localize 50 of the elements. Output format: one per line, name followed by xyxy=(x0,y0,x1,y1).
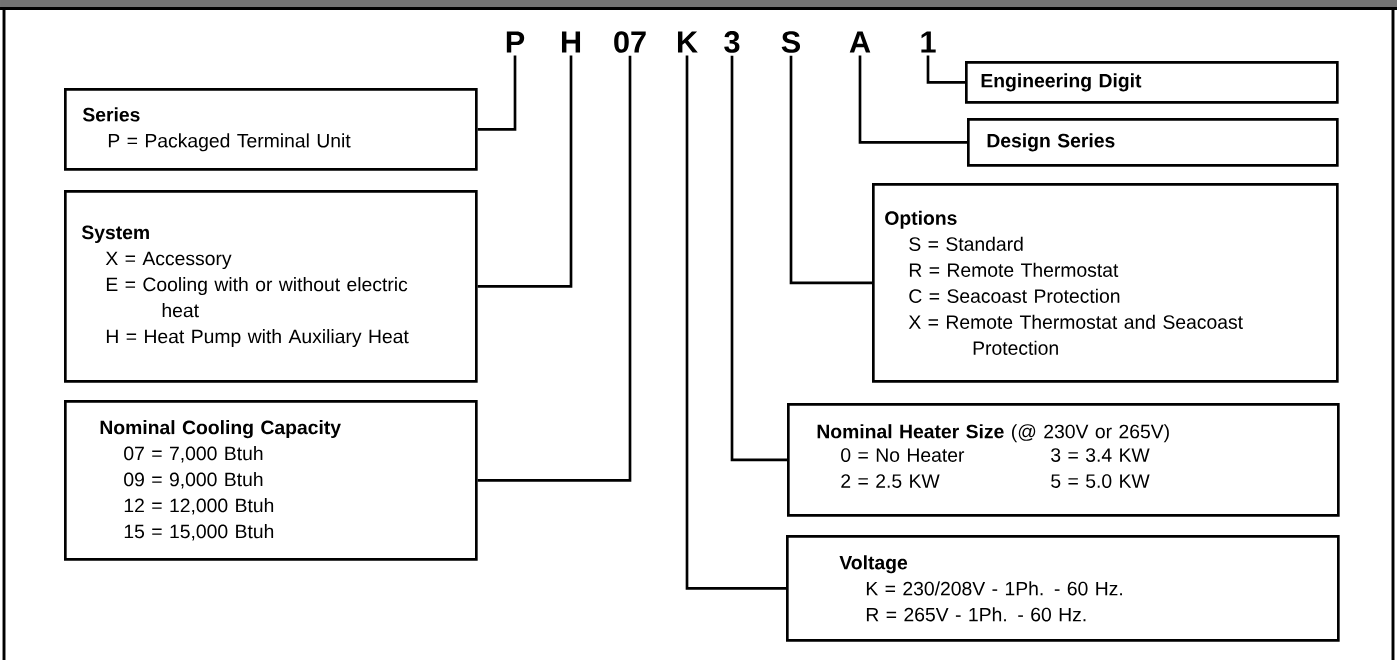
code-entry: 5 = 5.0 KW xyxy=(1051,474,1150,488)
code-entry: C = Seacoast Protection xyxy=(909,288,1120,303)
leader-line xyxy=(730,55,787,462)
leader-line xyxy=(685,55,786,590)
code-entry: R = Remote Thermostat xyxy=(909,262,1119,277)
box-heading: Design Series xyxy=(987,133,1115,152)
box-heading: Nominal Heater Size (@ 230V or 265V) xyxy=(817,424,1169,443)
leader-line xyxy=(926,55,965,84)
code-entry: 3 = 3.4 KW xyxy=(1051,448,1150,462)
definition-box xyxy=(64,400,478,561)
code-entry: 15 = 15,000 Btuh xyxy=(124,524,274,541)
code-character: H xyxy=(562,31,581,53)
code-entry: 12 = 12,000 Btuh xyxy=(124,498,274,515)
code-entry: 2 = 2.5 KW xyxy=(841,474,940,488)
box-heading: System xyxy=(81,225,149,244)
box-heading: Options xyxy=(885,210,957,229)
box-heading: Nominal Cooling Capacity xyxy=(100,420,341,439)
code-entry: X = Accessory xyxy=(105,251,232,270)
definition-box xyxy=(64,190,478,383)
code-entry: 07 = 7,000 Btuh xyxy=(124,446,263,463)
code-entry: 09 = 9,000 Btuh xyxy=(124,472,263,489)
code-character: 07 xyxy=(614,31,646,53)
definition-box xyxy=(787,403,1340,517)
code-character: S xyxy=(781,31,801,53)
definition-box xyxy=(872,183,1339,383)
box-heading: Voltage xyxy=(839,555,908,574)
code-entry: X = Remote Thermostat and Seacoast Protection xyxy=(908,314,1243,355)
leader-line xyxy=(858,55,967,144)
leader-line xyxy=(477,55,573,288)
code-entry: P = Packaged Terminal Unit xyxy=(108,133,351,152)
code-character: P xyxy=(506,31,525,53)
box-heading: Engineering Digit xyxy=(981,73,1142,92)
code-character: A xyxy=(849,31,871,53)
code-character: 3 xyxy=(724,31,740,53)
code-entry: H = Heat Pump with Auxiliary Heat xyxy=(106,329,409,348)
definition-box xyxy=(967,118,1339,167)
box-heading: Series xyxy=(82,107,140,122)
definition-box xyxy=(64,88,478,171)
code-character: K xyxy=(678,31,698,53)
leader-line xyxy=(789,55,872,285)
leader-line xyxy=(477,55,632,482)
leader-line xyxy=(477,55,517,131)
code-entry: S = Standard xyxy=(909,236,1023,251)
code-entry: R = 265V - 1Ph. - 60 Hz. xyxy=(866,607,1086,622)
code-entry: K = 230/208V - 1Ph. - 60 Hz. xyxy=(866,581,1122,596)
definition-box xyxy=(786,535,1340,642)
code-entry: E = Cooling with or without electric heat xyxy=(106,277,408,318)
code-character: 1 xyxy=(921,31,936,53)
code-entry: 0 = No Heater xyxy=(841,448,965,462)
definition-box xyxy=(965,61,1339,104)
